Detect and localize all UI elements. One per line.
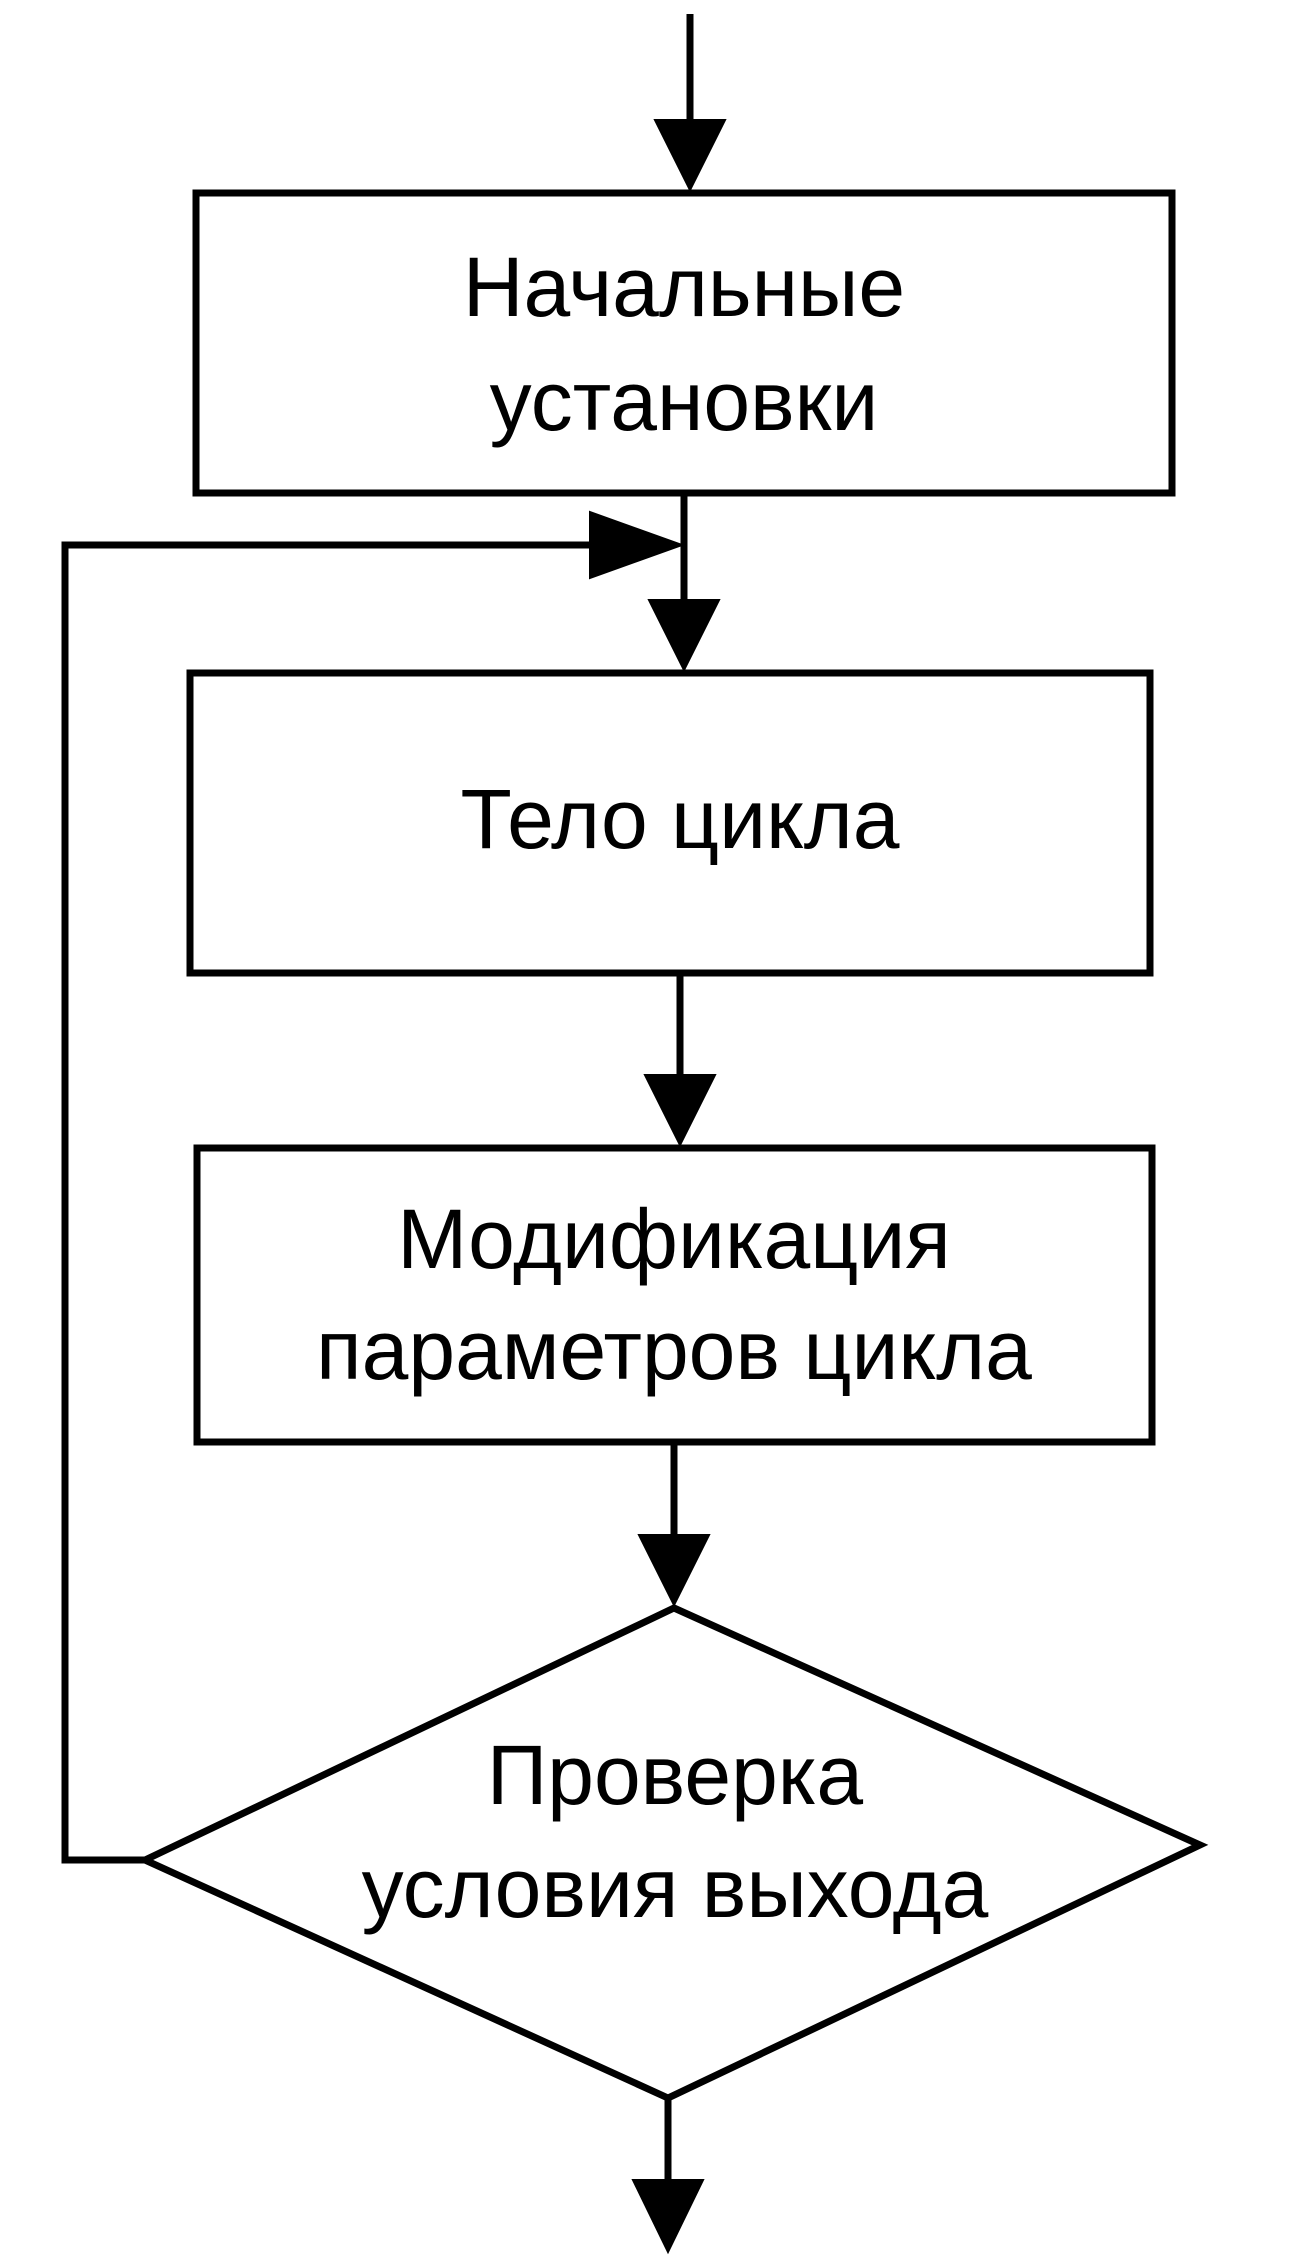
body-block-label: Тело цикла: [461, 772, 900, 866]
exit-arrowhead: [631, 2179, 705, 2255]
modify-to-check-arrowhead: [637, 1534, 711, 1608]
modify-block-label-line1: Модификация: [397, 1192, 951, 1286]
loop-back-arrowhead: [589, 510, 685, 580]
init-to-body-arrowhead: [647, 599, 721, 673]
init-block-label-line1: Начальные: [463, 240, 905, 334]
init-block: [192, 189, 1176, 497]
check-decision-label-line2: условия выхода: [362, 1841, 989, 1935]
modify-block-label-line2: параметров цикла: [316, 1303, 1032, 1397]
entry-arrowhead: [653, 119, 727, 193]
body-to-modify-arrowhead: [643, 1074, 717, 1148]
init-block-label-line2: установки: [490, 354, 879, 448]
body-block: [186, 669, 1154, 977]
check-decision-label-line1: Проверка: [487, 1728, 864, 1822]
loop-back-line: [61, 541, 640, 1864]
